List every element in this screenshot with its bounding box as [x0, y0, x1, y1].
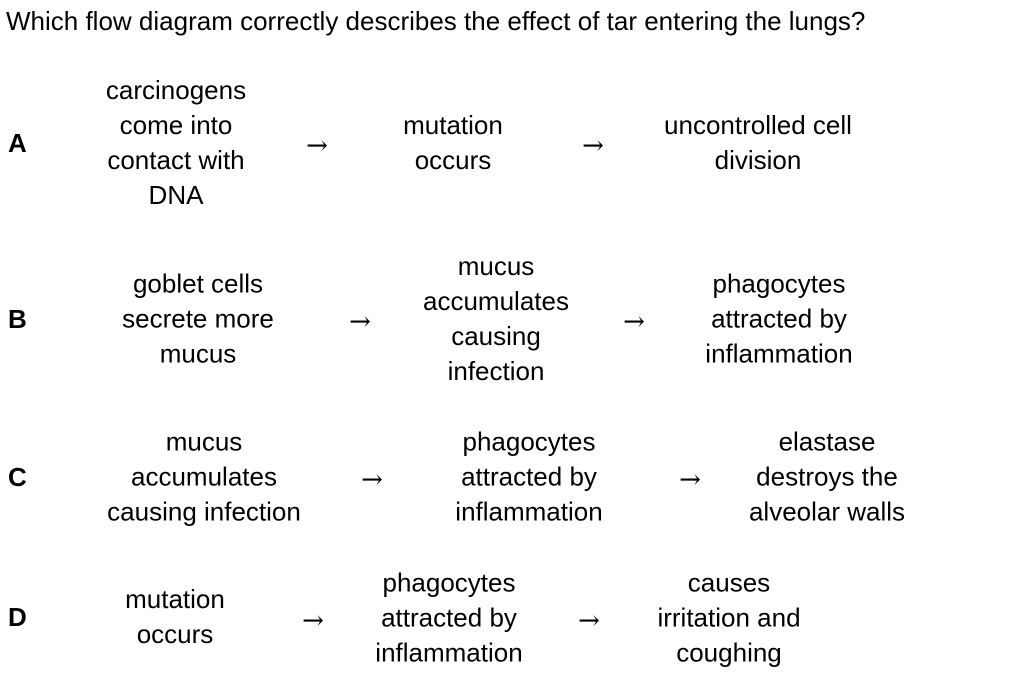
- option-d-step-2: phagocytes attracted by inflammation: [375, 567, 523, 668]
- option-c-step-2: phagocytes attracted by inflammation: [455, 426, 603, 527]
- question-text: Which flow diagram correctly describes t…: [6, 6, 866, 36]
- option-c-step-3: elastase destroys the alveolar walls: [748, 426, 906, 527]
- option-b-step-1: goblet cells secrete more mucus: [122, 268, 274, 369]
- option-d-step-1: mutation occurs: [125, 584, 225, 649]
- option-b-step-3: phagocytes attracted by inflammation: [705, 268, 853, 369]
- option-c-arrow-2: →: [679, 465, 701, 495]
- option-a-step-1: carcinogens come into contact with DNA: [105, 75, 247, 210]
- option-b-step-2: mucus accumulates causing infection: [423, 251, 569, 386]
- option-a-arrow-2: →: [582, 131, 604, 161]
- option-c-arrow-1: →: [361, 465, 383, 495]
- option-a-step-3: uncontrolled cell division: [664, 110, 852, 175]
- option-d-arrow-1: →: [302, 606, 324, 636]
- option-b-arrow-1: →: [349, 307, 371, 337]
- option-a-step-2: mutation occurs: [403, 110, 503, 175]
- option-c-step-1: mucus accumulates causing infection: [107, 426, 301, 527]
- option-d-letter: D: [8, 602, 27, 632]
- option-a-arrow-1: →: [306, 131, 328, 161]
- option-b-arrow-2: →: [623, 307, 645, 337]
- option-c-letter: C: [8, 462, 27, 492]
- option-b-letter: B: [8, 304, 27, 334]
- option-d-arrow-2: →: [578, 606, 600, 636]
- option-a-letter: A: [8, 128, 27, 158]
- option-d-step-3: causes irritation and coughing: [657, 567, 801, 668]
